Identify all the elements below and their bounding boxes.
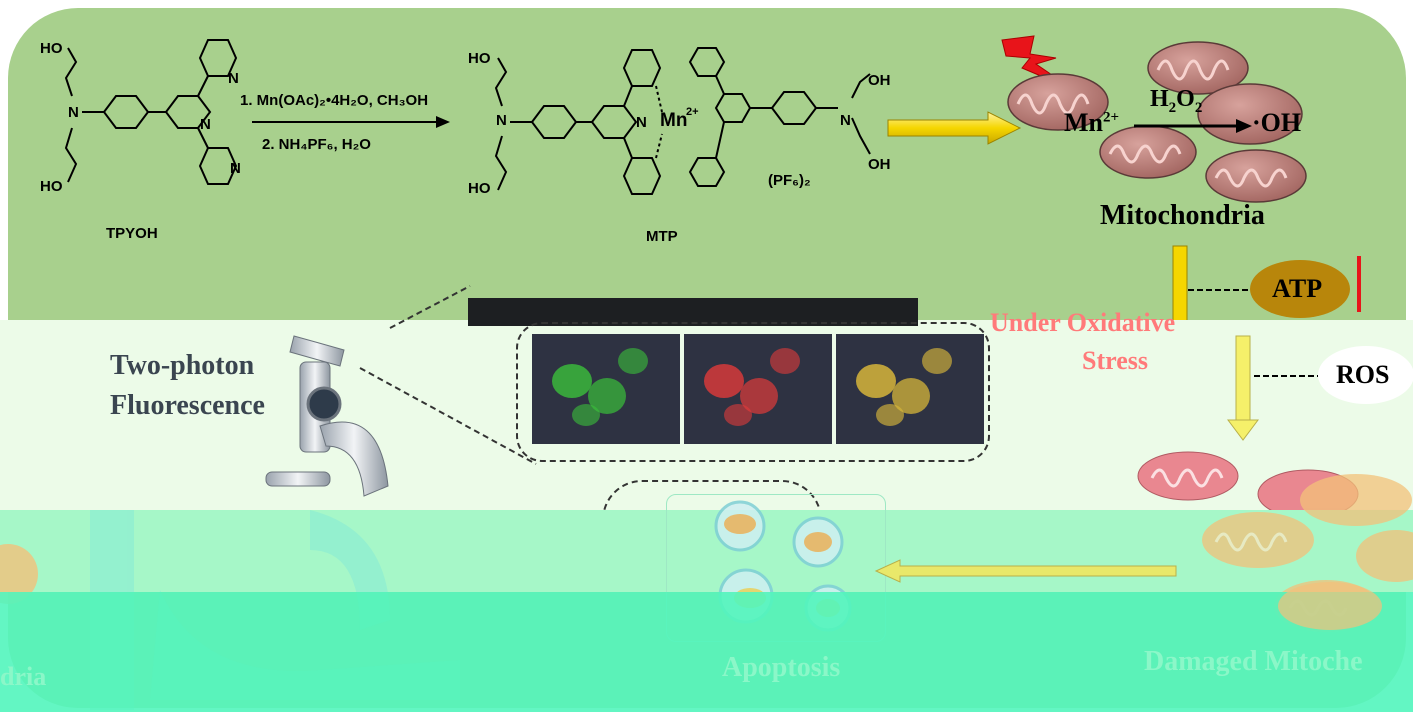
ligand-n-top: N <box>228 70 239 87</box>
hydroxyl-radical-text: ·OH <box>1252 108 1302 137</box>
counterion-text: (PF₆)₂ <box>768 172 811 189</box>
mitochondrion-5 <box>1205 149 1307 203</box>
complex-oh-top: OH <box>868 72 891 89</box>
green-cell-3 <box>618 348 648 374</box>
confocal-merge-channel <box>836 334 984 444</box>
oxidation-arrow <box>1134 119 1252 133</box>
complex-structure <box>494 47 871 195</box>
green-cell-1 <box>552 364 592 398</box>
yellow-arrow-right <box>887 111 1022 145</box>
zoom-dashed-lines <box>359 285 537 465</box>
atp-label: ATP <box>1272 274 1323 303</box>
oxidative-stress-line2: Stress <box>1082 346 1148 375</box>
glitch-band-3 <box>0 592 1413 712</box>
merge-cell-4 <box>876 404 904 426</box>
complex-oh-bottom: OH <box>868 156 891 173</box>
damaged-mitochondria-bottom <box>1202 474 1413 632</box>
mitochondrion-1 <box>1147 41 1249 95</box>
complex-metal: Mn <box>660 110 688 131</box>
atp-dashed-line <box>1188 289 1252 291</box>
ligand-n-bottom: N <box>230 160 241 177</box>
apoptosis-label: Apoptosis <box>722 652 841 683</box>
h2o2-h: H <box>1150 86 1169 112</box>
complex-n-amine-left: N <box>496 112 507 129</box>
complex-n-amine-right: N <box>840 112 851 129</box>
mitochondrion-2 <box>1007 73 1109 131</box>
reaction-arrow <box>252 116 450 128</box>
red-cell-4 <box>724 404 752 426</box>
complex-n-pyridine: N <box>636 114 647 131</box>
mn-charge: 2+ <box>1103 109 1120 126</box>
atp-decrease-bar <box>1357 256 1361 312</box>
h2o2-sub1: 2 <box>1168 99 1177 116</box>
confocal-red-channel <box>684 334 832 444</box>
ros-label: ROS <box>1336 360 1390 389</box>
mn-ion-text: Mn2+ <box>1064 108 1119 138</box>
confocal-strip-top <box>468 298 918 326</box>
mn-symbol: Mn <box>1064 108 1103 137</box>
red-cell-1 <box>704 364 744 398</box>
ros-dashed-line <box>1254 375 1318 377</box>
ros-ellipse <box>1318 346 1413 404</box>
merge-cell-3 <box>922 348 952 374</box>
left-faded-mitochondrion <box>0 544 38 604</box>
ligand-ho-top: HO <box>40 40 63 57</box>
glitch-band-2 <box>0 510 1413 592</box>
red-cell-3 <box>770 348 800 374</box>
confocal-green-channel <box>532 334 680 444</box>
step2-text: 2. NH₄PF₆, H₂O <box>262 136 371 153</box>
step1-text: 1. Mn(OAc)₂•4H₂O, CH₃OH <box>240 92 429 109</box>
left-fragment-label: dria <box>0 662 47 691</box>
merge-cell-1 <box>856 364 896 398</box>
complex-metal-charge: 2+ <box>686 106 699 118</box>
confocal-frame <box>516 322 990 462</box>
mitochondria-label: Mitochondria <box>1100 200 1265 231</box>
atp-ellipse <box>1250 260 1350 318</box>
h2o2-text: H2O2 <box>1150 86 1202 117</box>
complex-ho-top: HO <box>468 50 491 67</box>
microscope-icon <box>265 335 389 497</box>
ligand-ho-bottom: HO <box>40 178 63 195</box>
mitochondrion-4 <box>1099 125 1197 179</box>
green-cell-4 <box>572 404 600 426</box>
ligand-label: TPYOH <box>106 225 158 242</box>
damaged-mitochondria-label: Damaged Mitoche <box>1144 646 1363 677</box>
imaging-label-line2: Fluorescence <box>110 390 265 421</box>
oxidative-stress-line1: Under Oxidative <box>990 308 1176 337</box>
h2o2-o: O <box>1176 86 1195 112</box>
h2o2-sub2: 2 <box>1194 99 1203 116</box>
imaging-label-line1: Two-photon <box>110 350 255 381</box>
yellow-arrow-down-lower <box>1227 335 1259 441</box>
mitochondrion-3 <box>1197 83 1303 145</box>
ligand-n-pyridine: N <box>200 116 211 133</box>
mitochondria-cluster <box>1007 41 1307 203</box>
faded-orange-mito-lower <box>1278 582 1382 630</box>
ligand-structure <box>64 39 238 185</box>
yellow-arrow-left <box>874 559 1177 583</box>
complex-ho-bottom: HO <box>468 180 491 197</box>
ligand-n-amine: N <box>68 104 79 121</box>
complex-label: MTP <box>646 228 678 245</box>
